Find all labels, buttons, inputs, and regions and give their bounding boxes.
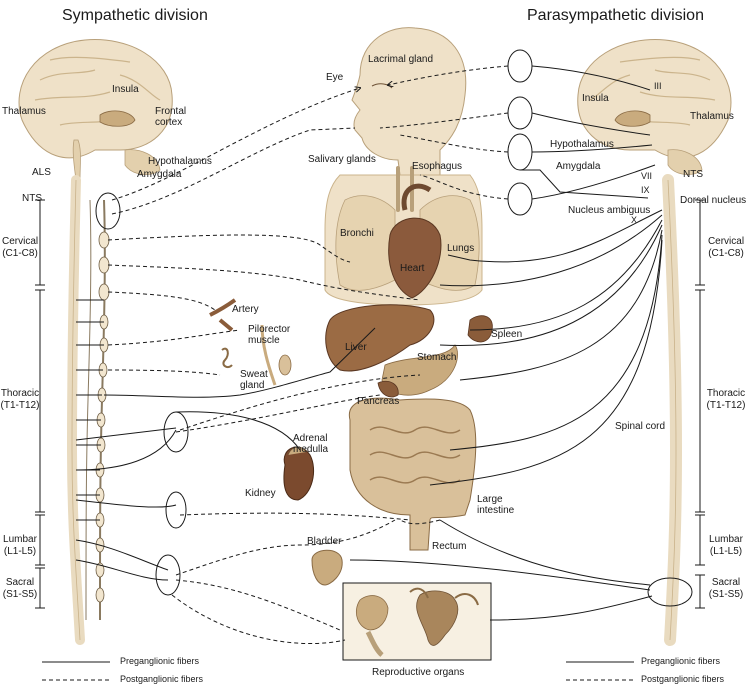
right-spinal-cord [662, 174, 683, 646]
bladder-label: Bladder [307, 536, 342, 547]
left-brain [18, 39, 173, 181]
reproductive-organs-box [342, 582, 492, 661]
right-thalamus-label: Thalamus [690, 111, 734, 122]
cranial-nerve-vii: VII [641, 171, 653, 181]
right-brackets [695, 199, 705, 609]
als-label: ALS [32, 167, 51, 178]
legend-right [566, 661, 634, 681]
reproductive-organs-label: Reproductive organs [372, 667, 465, 678]
parasympathetic-fibers [349, 49, 693, 621]
head-silhouette [351, 27, 467, 176]
right-segment-lumbar: Lumbar(L1-L5) [709, 534, 743, 557]
cranial-nerve-ix: IX [641, 185, 650, 195]
lacrimal-gland-label: Lacrimal gland [368, 54, 434, 65]
esophagus-label: Esophagus [412, 161, 463, 172]
spinal-cord-label: Spinal cord [615, 421, 666, 432]
left-segment-lumbar: Lumbar(L1-L5) [3, 534, 37, 557]
legend-left-preganglionic: Preganglionic fibers [120, 656, 200, 666]
heart-label: Heart [400, 263, 425, 274]
eye-label: Eye [326, 72, 344, 83]
kidney-label: Kidney [245, 488, 276, 499]
parasympathetic-title: Parasympathetic division [527, 7, 704, 24]
sympathetic-title: Sympathetic division [62, 7, 208, 24]
nucleus-ambiguus-label: Nucleus ambiguus [568, 205, 651, 216]
pilorector-muscle-label: Pilorector muscle [248, 324, 291, 346]
right-segment-sacral: Sacral(S1-S5) [708, 577, 744, 600]
left-thalamus-label: Thalamus [2, 106, 46, 117]
spleen-label: Spleen [491, 329, 523, 340]
left-hypothalamus-label: Hypothalamus [148, 156, 212, 167]
left-segment-thoracic: Thoracic(T1-T12) [0, 388, 40, 411]
legend-left [42, 661, 110, 681]
lungs-label: Lungs [447, 243, 475, 254]
stomach-label: Stomach [417, 352, 457, 363]
sympathetic-fibers [75, 88, 421, 645]
frontal-cortex-label: Frontal cortex [155, 106, 187, 128]
cranial-nerve-iii: III [654, 81, 662, 91]
left-amygdala-label: Amygdala [137, 169, 182, 180]
cranial-nerve-x: X [631, 215, 638, 225]
dorsal-nucleus-label: Dorsal nucleus [680, 195, 747, 206]
sympathetic-chain [85, 192, 121, 621]
thorax [324, 166, 483, 306]
legend-left-postganglionic: Postganglionic fibers [120, 674, 204, 684]
right-brain [577, 39, 732, 175]
large-intestine-label: Large intestine [477, 494, 515, 516]
skin-structures [209, 298, 292, 386]
left-brackets [35, 199, 45, 609]
right-hypothalamus-label: Hypothalamus [550, 139, 614, 150]
artery-label: Artery [232, 304, 259, 315]
right-amygdala-label: Amygdala [556, 161, 601, 172]
adrenal-medulla-label: Adrenal medulla [293, 433, 329, 455]
bronchi-label: Bronchi [340, 228, 374, 239]
abdominal-organs [325, 304, 493, 551]
left-segment-cervical: Cervical(C1-C8) [2, 236, 39, 259]
legend-right-postganglionic: Postganglionic fibers [641, 674, 725, 684]
legend-right-preganglionic: Preganglionic fibers [641, 656, 721, 666]
right-segment-cervical: Cervical(C1-C8) [707, 236, 745, 259]
left-insula-label: Insula [112, 84, 139, 95]
right-insula-label: Insula [582, 93, 609, 104]
left-nts-label: NTS [22, 193, 42, 204]
rectum-label: Rectum [432, 541, 467, 552]
right-nts-label: NTS [683, 169, 703, 180]
right-segment-thoracic: Thoracic(T1-T12) [706, 388, 746, 411]
bladder [311, 549, 343, 586]
salivary-glands-label: Salivary glands [308, 154, 376, 165]
sweat-gland-label: Sweat gland [240, 369, 268, 391]
pancreas-label: Pancreas [357, 396, 400, 407]
kidney-adrenal [283, 446, 314, 501]
left-segment-sacral: Sacral(S1-S5) [2, 577, 38, 600]
liver-label: Liver [345, 342, 367, 353]
